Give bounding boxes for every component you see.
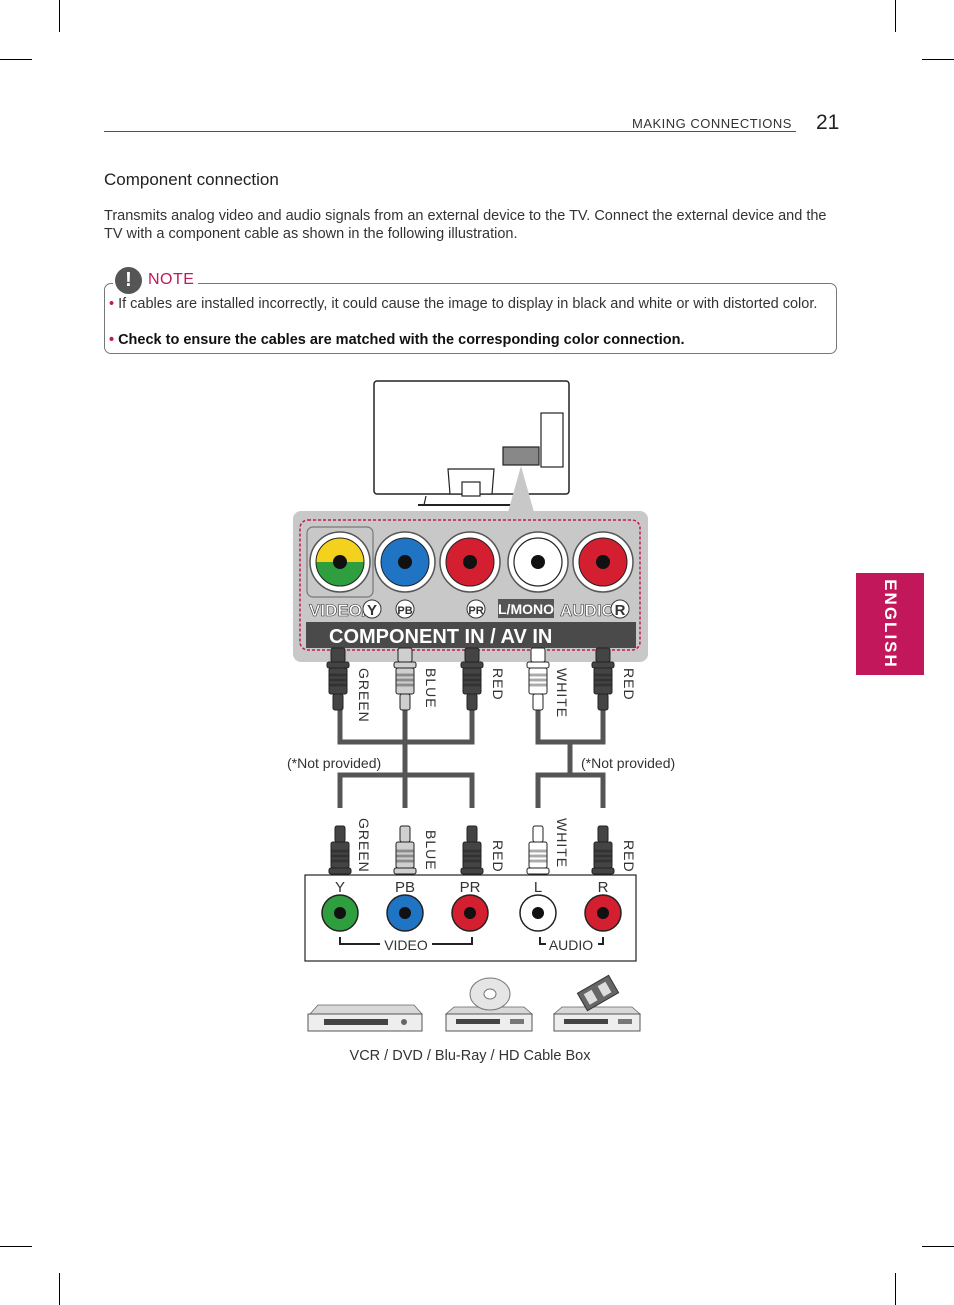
- crop-mark: [895, 0, 896, 32]
- audio-cable: [535, 704, 606, 808]
- device-video-label: VIDEO: [384, 937, 428, 953]
- crop-mark: [0, 1246, 32, 1247]
- header-rule: [104, 131, 796, 132]
- device-audio-label: AUDIO: [549, 937, 593, 953]
- tv-jack-pr[interactable]: [439, 531, 501, 593]
- tv-panel-title: COMPONENT IN / AV IN: [329, 626, 552, 648]
- tv-pr-label: PR: [468, 605, 483, 617]
- device-jack-label: PR: [460, 879, 481, 896]
- cable-label-red-audio: RED: [621, 840, 637, 873]
- device-port-panel: Y PB PR L R VIDEO AUDIO: [304, 874, 637, 962]
- cable-label-green: GREEN: [356, 668, 372, 723]
- page-number: 21: [816, 111, 840, 134]
- note-item-text: Check to ensure the cables are matched w…: [118, 332, 685, 348]
- device-jack-label: R: [598, 879, 609, 896]
- vcr-device-illustration: [307, 1004, 423, 1032]
- tv-pb-label: PB: [397, 605, 412, 617]
- tv-jack-audio-l[interactable]: [507, 531, 569, 593]
- tv-jack-audio-r[interactable]: [572, 531, 634, 593]
- device-jack-label: Y: [335, 879, 345, 896]
- page-title: Component connection: [104, 170, 279, 189]
- cable-label-red-audio: RED: [621, 668, 637, 701]
- hd-cable-box-illustration: [552, 974, 642, 1032]
- tv-y-label: Y: [367, 602, 377, 619]
- tv-jack-y[interactable]: [309, 531, 371, 593]
- device-jack-y[interactable]: [321, 894, 359, 932]
- not-provided-note: (*Not provided): [287, 755, 381, 771]
- device-jack-label: PB: [395, 879, 415, 896]
- tv-r-label: R: [615, 602, 626, 619]
- cable-label-red: RED: [490, 668, 506, 701]
- device-jack-audio-l[interactable]: [519, 894, 557, 932]
- tv-video-label: VIDEO/: [309, 601, 367, 620]
- section-title: MAKING CONNECTIONS: [632, 116, 792, 131]
- cable-label-white: WHITE: [554, 668, 570, 718]
- crop-mark: [59, 0, 60, 32]
- not-provided-note: (*Not provided): [581, 755, 675, 771]
- crop-mark: [922, 59, 954, 60]
- tv-audio-label: AUDIO: [560, 601, 615, 620]
- device-jack-audio-r[interactable]: [584, 894, 622, 932]
- tv-jack-pb[interactable]: [374, 531, 436, 593]
- device-caption: VCR / DVD / Blu-Ray / HD Cable Box: [349, 1048, 591, 1064]
- crop-mark: [922, 1246, 954, 1247]
- cable-label-blue: BLUE: [423, 830, 439, 871]
- component-cable: [337, 704, 475, 808]
- cable-label-green: GREEN: [356, 818, 372, 873]
- note-item: •If cables are installed incorrectly, it…: [109, 296, 818, 312]
- crop-mark: [895, 1273, 896, 1305]
- note-box: [104, 283, 837, 354]
- cable-label-red: RED: [490, 840, 506, 873]
- note-item: •Check to ensure the cables are matched …: [109, 332, 685, 348]
- crop-mark: [0, 59, 32, 60]
- exclamation-icon: !: [115, 266, 142, 294]
- note-item-text: If cables are installed incorrectly, it …: [118, 296, 818, 312]
- cable-label-blue: BLUE: [423, 668, 439, 709]
- note-label: NOTE: [148, 271, 195, 288]
- language-tab: ENGLISH: [856, 573, 924, 675]
- cable-label-white: WHITE: [554, 818, 570, 868]
- intro-paragraph: Transmits analog video and audio signals…: [104, 208, 827, 242]
- tv-lmono-label: L/MONO: [498, 601, 554, 617]
- device-jack-pb[interactable]: [386, 894, 424, 932]
- tv-illustration: [373, 380, 570, 512]
- dvd-device-illustration: [444, 977, 534, 1032]
- note-header: ! NOTE: [113, 265, 199, 295]
- tv-port-panel: VIDEO/ Y PB PR L/MONO AUDIO R COMPONENT …: [293, 511, 648, 662]
- crop-mark: [59, 1273, 60, 1305]
- device-jack-pr[interactable]: [451, 894, 489, 932]
- device-jack-label: L: [534, 879, 542, 896]
